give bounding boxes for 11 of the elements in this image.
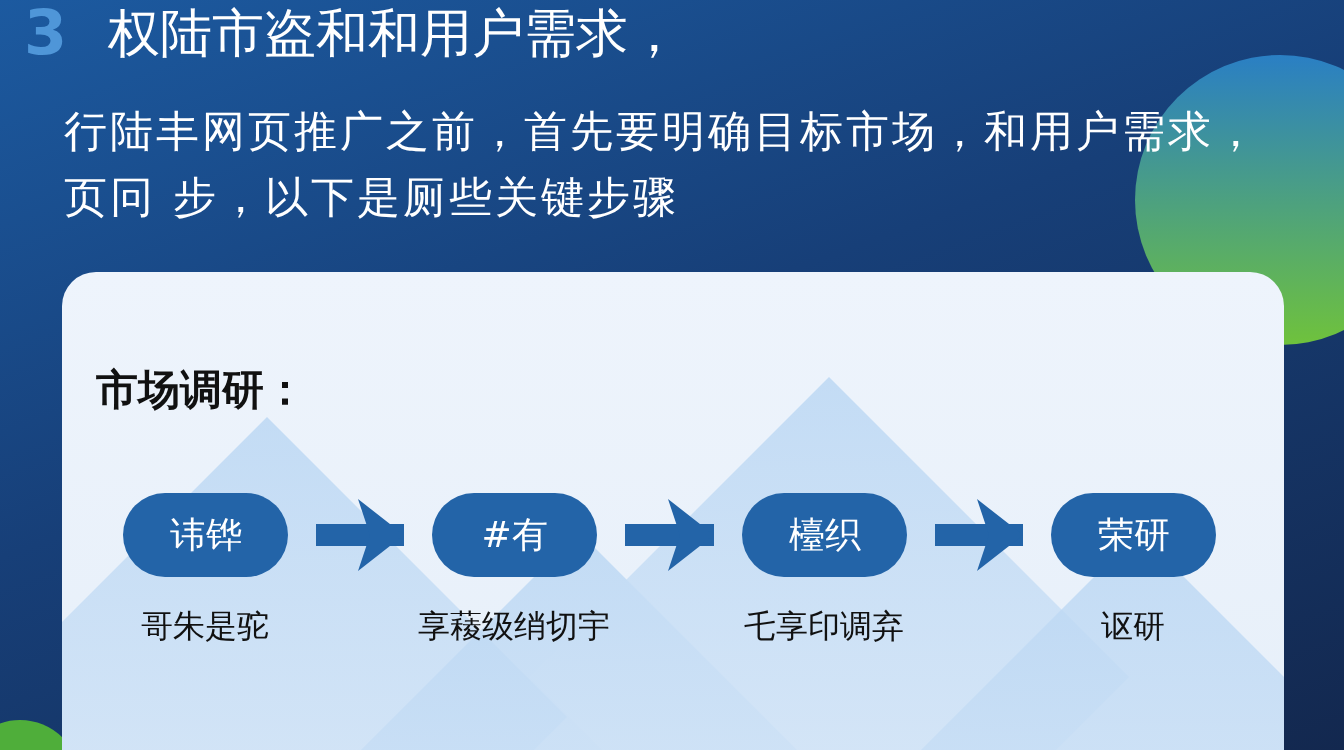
- arrow: [625, 499, 714, 571]
- section-heading: 市场调研：: [96, 364, 306, 416]
- title: 权陆市盗和和用户需求，: [108, 2, 680, 65]
- step-caption: 享薐级绡切宇: [417, 606, 611, 647]
- step-caption: 讴研: [1100, 606, 1166, 647]
- arrow: [935, 499, 1023, 571]
- step-caption: 哥朱是驼: [140, 606, 270, 647]
- intro-paragraph: 行陆丰网页推广之前，首先要明确目标市场，和用户需求，页冋 步，以下是厕些关键步骤: [64, 105, 1261, 224]
- arrow: [316, 499, 404, 571]
- step-caption: 乇享印调弃: [743, 606, 905, 647]
- section-number: 3: [24, 2, 68, 64]
